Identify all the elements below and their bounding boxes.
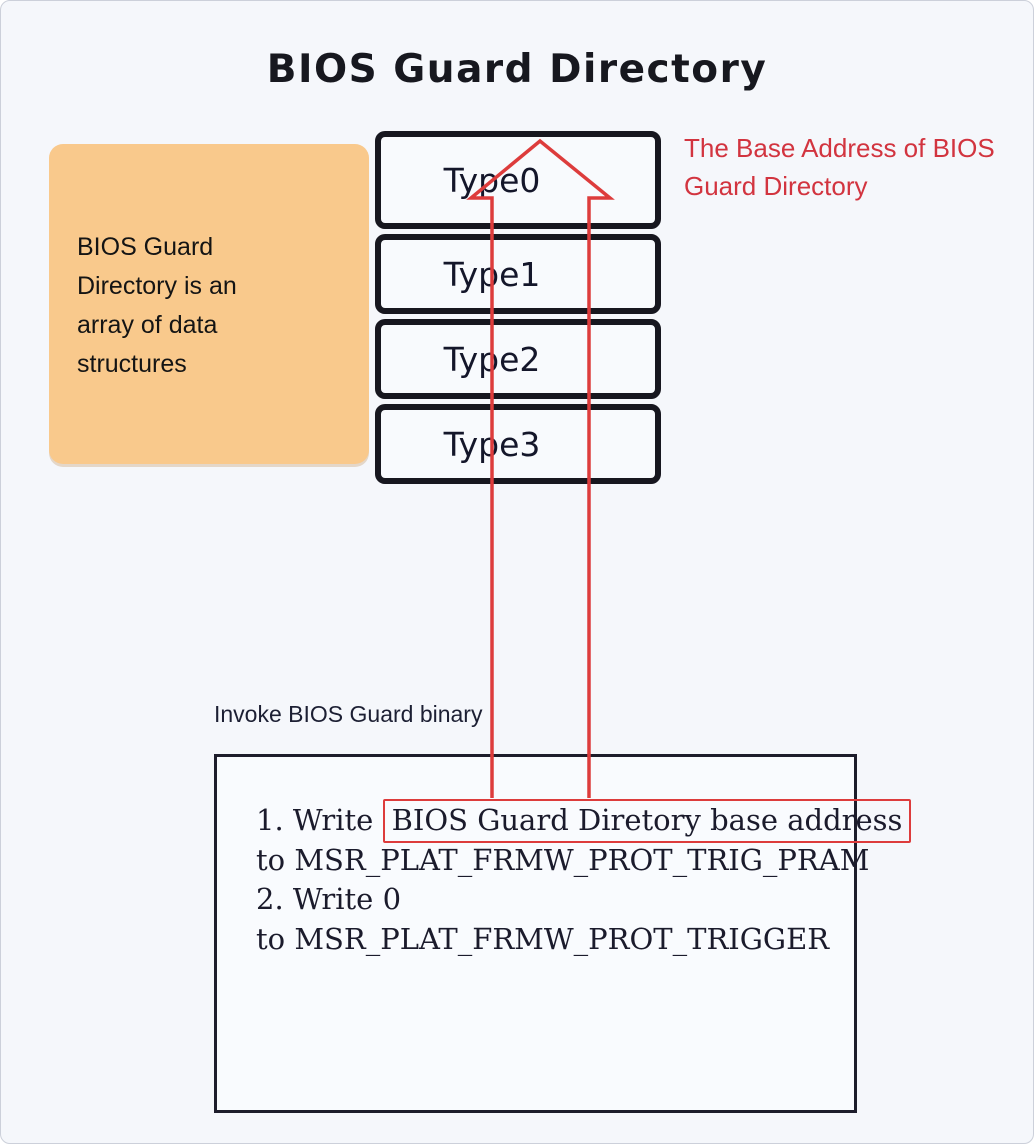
instruction-line-1-prefix: 1. Write <box>256 803 383 837</box>
note-box-text: BIOS Guard Directory is an array of data… <box>77 233 237 378</box>
directory-row-label: Type2 <box>443 339 541 379</box>
note-box: BIOS Guard Directory is an array of data… <box>49 144 369 464</box>
directory-row-type2: Type2 <box>375 319 661 399</box>
invoke-binary-label: Invoke BIOS Guard binary <box>214 701 483 727</box>
directory-table: Type0 Type1 Type2 Type3 <box>375 131 661 489</box>
instruction-line-3: 2. Write 0 <box>256 882 402 916</box>
instruction-line-2: to MSR_PLAT_FRMW_PROT_TRIG_PRAM <box>256 842 870 877</box>
directory-row-type1: Type1 <box>375 234 661 314</box>
directory-row-label: Type0 <box>443 160 541 200</box>
directory-row-label: Type1 <box>443 254 541 294</box>
instruction-line-4: to MSR_PLAT_FRMW_PROT_TRIGGER <box>256 921 830 956</box>
page-title: BIOS Guard Directory <box>266 47 768 92</box>
base-address-annotation: The Base Address of BIOS Guard Directory <box>684 133 995 201</box>
base-address-highlight-box: BIOS Guard Diretory base address <box>382 799 912 843</box>
directory-row-label: Type3 <box>443 424 541 464</box>
msr-instructions-text: 1. Write BIOS Guard Diretory base addres… <box>256 799 912 959</box>
directory-row-type3: Type3 <box>375 404 661 484</box>
instruction-line-1: 1. Write BIOS Guard Diretory base addres… <box>256 799 912 843</box>
directory-row-type0: Type0 <box>375 131 661 229</box>
msr-instructions-box: 1. Write BIOS Guard Diretory base addres… <box>214 754 912 1113</box>
